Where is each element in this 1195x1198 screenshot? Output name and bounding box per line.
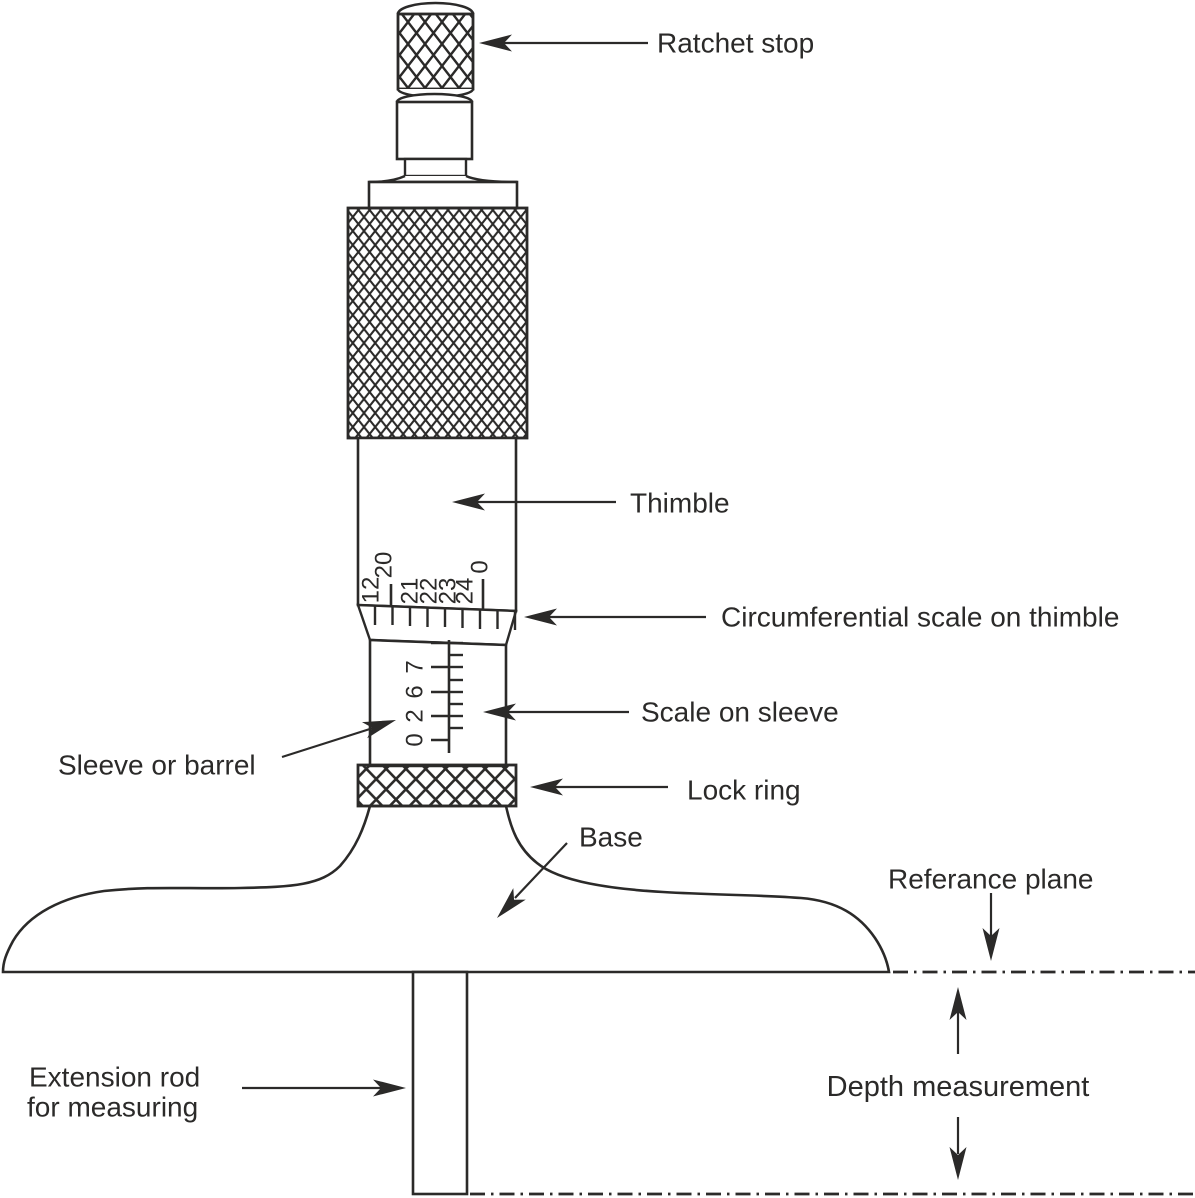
thimble-scale: 12 20 21 22 23 24 0: [358, 552, 494, 610]
thimble-scale-number: 0: [467, 560, 494, 573]
thimble-cap: [367, 174, 519, 210]
arrow-depth-down: [949, 1117, 967, 1180]
bevel-graduations: [373, 606, 517, 630]
arrow-sleeve-or-barrel: [281, 720, 396, 759]
arrow-base: [497, 842, 568, 918]
arrow-scale-on-sleeve: [483, 703, 629, 721]
label-thimble: Thimble: [630, 488, 730, 519]
stem: [403, 157, 468, 178]
label-sleeve-or-barrel: Sleeve or barrel: [58, 750, 256, 781]
adjustment-cylinder: [395, 92, 474, 178]
label-lock-ring: Lock ring: [687, 775, 801, 806]
arrow-depth-up: [949, 987, 967, 1054]
sleeve-scale-number: 6: [402, 685, 429, 698]
cylinder-body: [395, 100, 474, 161]
cylinder-top-arc: [395, 92, 474, 103]
arrow-lock-ring: [530, 778, 668, 796]
extension-rod: [411, 970, 469, 1196]
knob-dome: [396, 1, 475, 15]
label-depth-measurement: Depth measurement: [827, 1071, 1090, 1103]
thimble-scale-number: 23: [435, 578, 462, 605]
arrow-circumferential-scale: [524, 608, 706, 626]
thimble-scale-number: 21: [397, 578, 424, 605]
label-base: Base: [579, 822, 643, 853]
callout-arrows: [242, 34, 1000, 1180]
thimble-bevel: [356, 603, 518, 647]
sleeve-body: [368, 638, 508, 768]
sleeve-scale-major-ticks: [431, 641, 449, 742]
arrow-extension-rod: [242, 1079, 406, 1097]
thimble-knurl: [346, 206, 529, 440]
arrow-thimble: [452, 493, 616, 511]
label-extension-rod-line2: for measuring: [27, 1092, 198, 1123]
label-circumferential-scale: Circumferential scale on thimble: [721, 602, 1119, 633]
ratchet-stop-knob: [396, 1, 475, 99]
thimble-scale-number: 12: [358, 577, 385, 604]
label-extension-rod-line1: Extension rod: [29, 1062, 200, 1093]
knob-knurl: [396, 12, 475, 91]
base-shape: [1, 804, 891, 974]
sleeve-scale: 7 6 2 0: [402, 640, 463, 753]
thimble-scale-number: 20: [371, 552, 398, 579]
sleeve-scale-number: 7: [402, 660, 429, 673]
sleeve-scale-number: 0: [402, 733, 429, 746]
callout-labels: Ratchet stop Thimble Circumferential sca…: [27, 28, 1119, 1123]
arrow-ratchet-stop: [479, 34, 648, 52]
thimble-scale-number: 22: [416, 578, 443, 605]
arrow-reference-plane: [982, 893, 1000, 961]
thimble-scale-number: 24: [452, 578, 479, 605]
lock-ring: [356, 763, 518, 808]
label-reference-plane: Referance plane: [888, 864, 1093, 895]
sleeve-scale-number: 2: [402, 709, 429, 722]
cap-band: [367, 180, 519, 210]
bevel-edge: [356, 603, 518, 647]
label-ratchet-stop: Ratchet stop: [657, 28, 814, 59]
sleeve-scale-minor-ticks: [449, 641, 463, 730]
label-scale-on-sleeve: Scale on sleeve: [641, 697, 839, 728]
